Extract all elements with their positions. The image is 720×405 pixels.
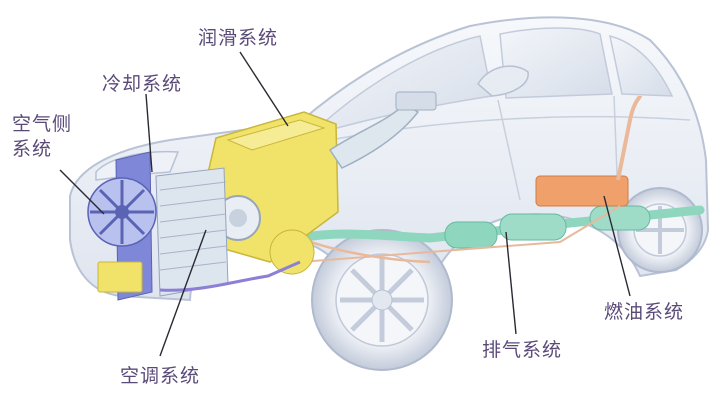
front-wheel	[311, 229, 453, 371]
label-lubrication-system: 润滑系统	[198, 27, 279, 49]
label-cooling-system: 冷却系统	[102, 73, 183, 95]
leader-lubrication	[239, 51, 289, 127]
label-air-conditioning-system: 空调系统	[120, 365, 201, 387]
car-windshield	[318, 35, 493, 131]
leader-exhaust	[505, 231, 517, 335]
ac-line	[159, 260, 301, 292]
label-fuel-system: 燃油系统	[604, 301, 685, 323]
air-filter	[395, 91, 437, 111]
side-mirror	[477, 65, 529, 97]
air-intake-duct	[328, 103, 420, 169]
car-side-window-rear	[609, 34, 674, 97]
battery	[97, 261, 143, 293]
label-air-side-system: 空气侧 系统	[12, 112, 72, 162]
leader-cooling	[145, 93, 153, 173]
leader-air-side	[59, 169, 105, 215]
label-air-side-line2: 系统	[12, 138, 53, 160]
door-seam	[497, 99, 521, 201]
label-exhaust-system: 排气系统	[482, 339, 563, 361]
car-side-window-front	[499, 27, 613, 99]
exhaust-system	[295, 205, 705, 264]
leader-fuel	[603, 195, 631, 297]
leader-air-conditioning	[159, 229, 207, 357]
label-air-side-line1: 空气侧	[12, 113, 73, 135]
